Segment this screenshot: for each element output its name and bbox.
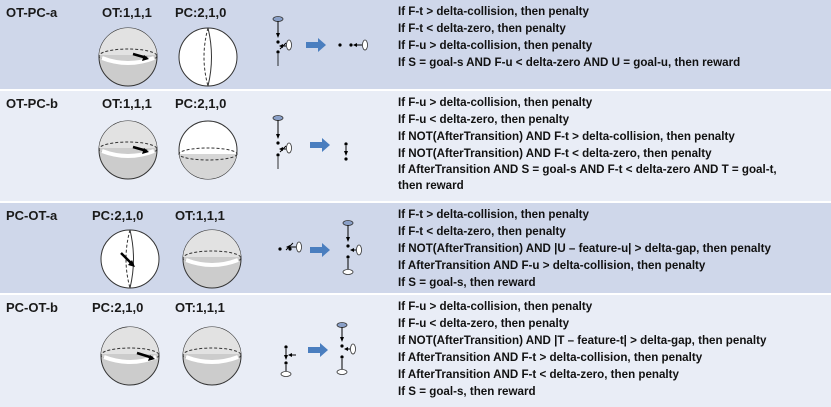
sphere-ot-icon	[100, 326, 160, 386]
row-divider	[0, 293, 831, 295]
rule-item: If F-u > delta-collision, then penalty	[398, 300, 593, 313]
sphere-ot-icon	[182, 326, 242, 386]
second-state-label: PC:2,1,0	[175, 96, 227, 111]
rule-item: If F-u < delta-zero, then penalty	[398, 113, 570, 126]
table-row: PC-OT-b PC:2,1,0 OT:1,1,1	[0, 295, 831, 407]
row-divider	[0, 89, 831, 91]
table-row: OT-PC-b OT:1,1,1 PC:2,1,0	[0, 91, 831, 201]
rule-item: If F-u < delta-zero, then penalty	[398, 317, 570, 330]
row-name: PC-OT-b	[6, 300, 58, 315]
rule-item: If NOT(AfterTransition) AND |U – feature…	[398, 242, 771, 255]
transition-diagram-icon	[272, 115, 348, 169]
transition-diagram-icon	[280, 322, 356, 377]
second-state-label: OT:1,1,1	[175, 300, 225, 315]
table-row: PC-OT-a PC:2,1,0 OT:1,1,1	[0, 203, 831, 293]
table-row: OT-PC-a OT:1,1,1 PC:2,1,0	[0, 0, 831, 89]
row-divider	[0, 201, 831, 203]
rule-list: If F-t > delta-collision, then penalty I…	[398, 3, 830, 71]
rule-list: If F-u > delta-collision, then penalty I…	[398, 94, 830, 194]
sphere-ot-icon	[182, 229, 242, 289]
first-state-label: OT:1,1,1	[102, 5, 152, 20]
rule-list: If F-u > delta-collision, then penalty I…	[398, 298, 830, 400]
first-state-label: OT:1,1,1	[102, 96, 152, 111]
rule-item: If NOT(AfterTransition) AND F-t < delta-…	[398, 147, 712, 160]
rule-item: If S = goal-s AND F-u < delta-zero AND U…	[398, 56, 741, 69]
sphere-ot-icon	[98, 120, 158, 180]
rule-item: If AfterTransition AND S = goal-s AND F-…	[398, 163, 777, 192]
rule-item: If AfterTransition AND F-t < delta-zero,…	[398, 368, 679, 381]
rule-item: If F-t < delta-zero, then penalty	[398, 22, 566, 35]
rule-item: If AfterTransition AND F-u > delta-colli…	[398, 259, 706, 272]
rule-item: If NOT(AfterTransition) AND |T – feature…	[398, 334, 767, 347]
transition-diagram-icon	[272, 16, 368, 66]
rule-item: If F-t > delta-collision, then penalty	[398, 208, 589, 221]
rule-item: If NOT(AfterTransition) AND F-t > delta-…	[398, 130, 735, 143]
rule-item: If F-u > delta-collision, then penalty	[398, 96, 593, 109]
row-name: OT-PC-b	[6, 96, 58, 111]
rule-item: If AfterTransition AND F-t > delta-colli…	[398, 351, 703, 364]
first-state-label: PC:2,1,0	[92, 300, 144, 315]
first-state-label: PC:2,1,0	[92, 208, 144, 223]
sphere-pc-icon	[178, 120, 238, 180]
second-state-label: PC:2,1,0	[175, 5, 227, 20]
sphere-pc-icon	[178, 27, 238, 87]
rule-item: If S = goal-s, then reward	[398, 276, 536, 289]
rule-item: If S = goal-s, then reward	[398, 385, 536, 398]
rule-list: If F-t > delta-collision, then penalty I…	[398, 206, 830, 291]
rule-item: If F-t > delta-collision, then penalty	[398, 5, 589, 18]
second-state-label: OT:1,1,1	[175, 208, 225, 223]
sphere-ot-icon	[98, 27, 158, 87]
rule-item: If F-t < delta-zero, then penalty	[398, 225, 566, 238]
row-name: OT-PC-a	[6, 5, 58, 20]
rule-item: If F-u > delta-collision, then penalty	[398, 39, 593, 52]
sphere-pc-icon	[100, 229, 160, 289]
transition-diagram-icon	[278, 220, 362, 275]
row-name: PC-OT-a	[6, 208, 58, 223]
